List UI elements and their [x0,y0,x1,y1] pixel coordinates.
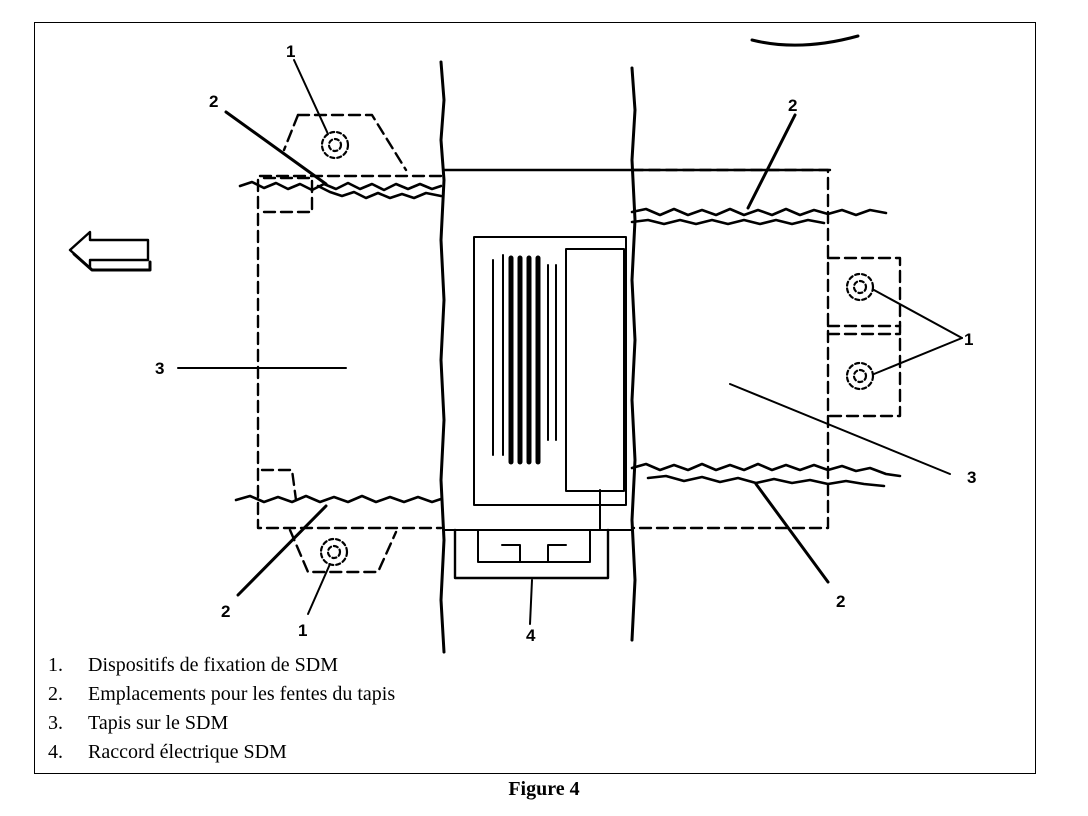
legend-text: Emplacements pour les fentes du tapis [88,683,396,705]
legend-item-1: 1. Dispositifs de fixation de SDM [48,651,648,680]
callout-1-bottom: 1 [298,621,308,640]
callout-3-left: 3 [155,359,165,378]
callout-4-bottom: 4 [526,626,536,645]
carpet-right-outline [630,168,902,530]
figure-frame [34,22,1036,774]
figure-legend: 1. Dispositifs de fixation de SDM 2. Empla… [48,651,648,767]
legend-number: 2. [48,683,63,705]
legend-item-3: 3. Tapis sur le SDM [48,709,648,738]
callout-2-top-left: 2 [209,92,219,111]
legend-text: Tapis sur le SDM [88,712,229,734]
carpet-slits [234,180,902,504]
forward-direction-arrow-icon [68,230,152,272]
top-arc-mark [750,34,860,47]
fastener-bottom-left-icon [319,537,349,567]
module-barcode-label [492,254,557,465]
sdm-module [442,168,832,580]
callout-2-bottom-left: 2 [221,602,231,621]
legend-number: 1. [48,654,63,676]
figure-caption: Figure 4 [508,778,580,800]
fastener-top-left-icon [320,130,350,160]
callout-2-top-right: 2 [788,96,798,115]
leader-lines [177,59,963,625]
callout-3-right: 3 [967,468,977,487]
legend-item-4: 4. Raccord électrique SDM [48,738,648,767]
callout-2-bottom-right: 2 [836,592,846,611]
legend-text: Raccord électrique SDM [88,741,287,763]
seat-rail-right [630,66,637,642]
legend-text: Dispositifs de fixation de SDM [88,654,338,676]
legend-item-2: 2. Emplacements pour les fentes du tapis [48,680,648,709]
fastener-right-upper-icon [845,272,875,302]
legend-number: 4. [48,741,63,763]
seat-rail-left [439,60,446,654]
legend-number: 3. [48,712,63,734]
callout-1-right: 1 [964,330,974,349]
callout-1-top: 1 [286,42,296,61]
carpet-left-outline [256,113,443,574]
fastener-right-lower-icon [845,361,875,391]
